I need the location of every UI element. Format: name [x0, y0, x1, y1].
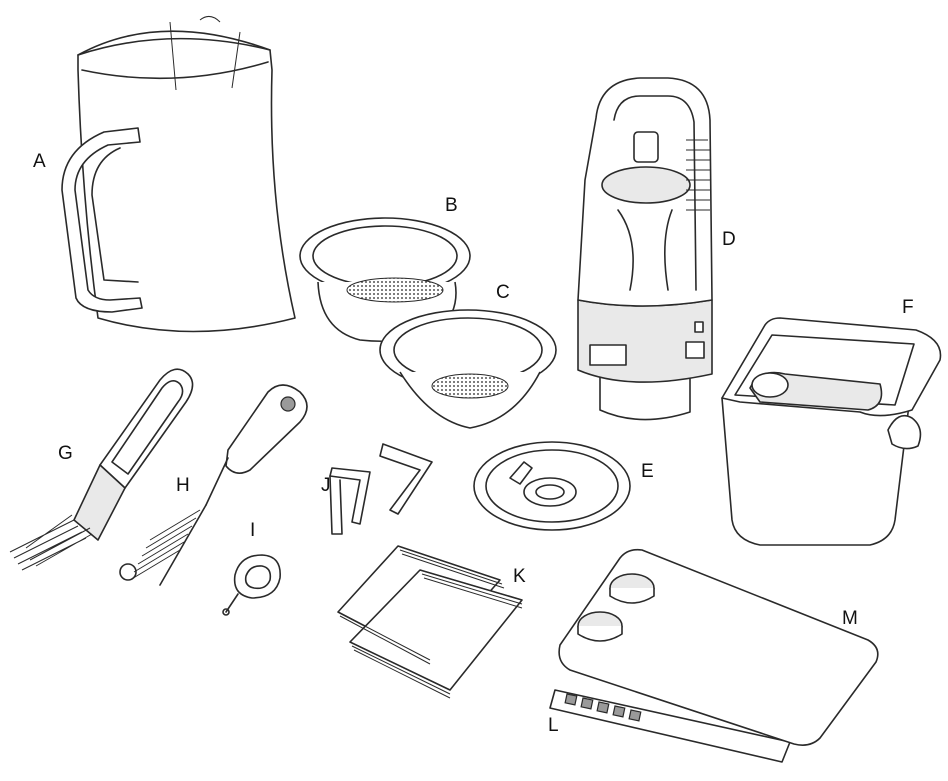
allen-key-icon — [329, 443, 433, 535]
brush-icon — [9, 368, 194, 571]
test-strip-icon — [549, 689, 791, 763]
label-a: A — [33, 151, 46, 172]
label-g: G — [58, 443, 73, 464]
label-k: K — [513, 566, 526, 587]
milk-jug-icon — [61, 16, 296, 333]
label-e: E — [641, 461, 654, 482]
label-l: L — [548, 715, 559, 736]
label-c: C — [496, 282, 510, 303]
label-f: F — [902, 297, 914, 318]
brush-icon — [119, 384, 308, 586]
packet-icon — [337, 545, 523, 699]
label-i: I — [250, 520, 256, 541]
mat-icon — [558, 548, 879, 746]
label-m: M — [842, 608, 858, 629]
label-h: H — [176, 475, 190, 496]
grinder-icon — [577, 77, 713, 421]
label-b: B — [445, 195, 458, 216]
disc-icon — [473, 441, 631, 531]
pin-tool-icon — [222, 554, 281, 616]
knock-box-icon — [721, 317, 942, 546]
label-d: D — [722, 229, 736, 250]
filter-basket-icon — [379, 309, 557, 429]
label-j: J — [321, 475, 331, 496]
